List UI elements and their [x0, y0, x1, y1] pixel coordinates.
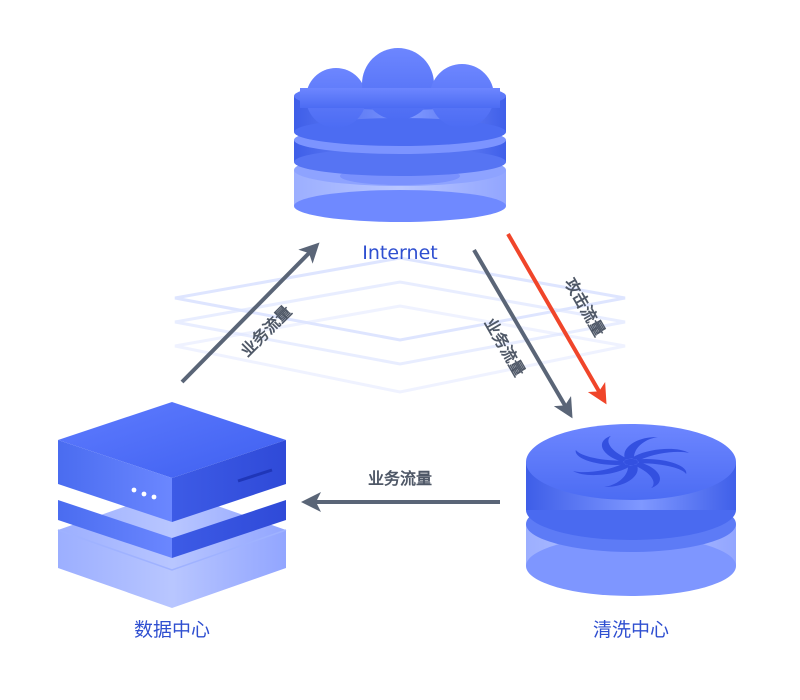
- arrow-internet-to-scrubbing-business: [472, 248, 573, 419]
- arrow-internet-to-scrubbing-attack: [506, 232, 607, 405]
- internet-cloud-icon: [294, 48, 506, 222]
- flow-label-scrubbing-to-datacenter: 业务流量: [368, 469, 432, 488]
- background-grid-planes: [174, 256, 626, 394]
- arrow-datacenter-to-internet: [180, 242, 320, 384]
- swirl-icon: [569, 434, 693, 490]
- datacenter-label: 数据中心: [134, 619, 210, 641]
- datacenter-server-icon: [57, 402, 287, 608]
- scrubbing-center-icon: [526, 424, 736, 596]
- internet-label: Internet: [362, 242, 437, 264]
- scrubbing-center-label: 清洗中心: [593, 619, 669, 641]
